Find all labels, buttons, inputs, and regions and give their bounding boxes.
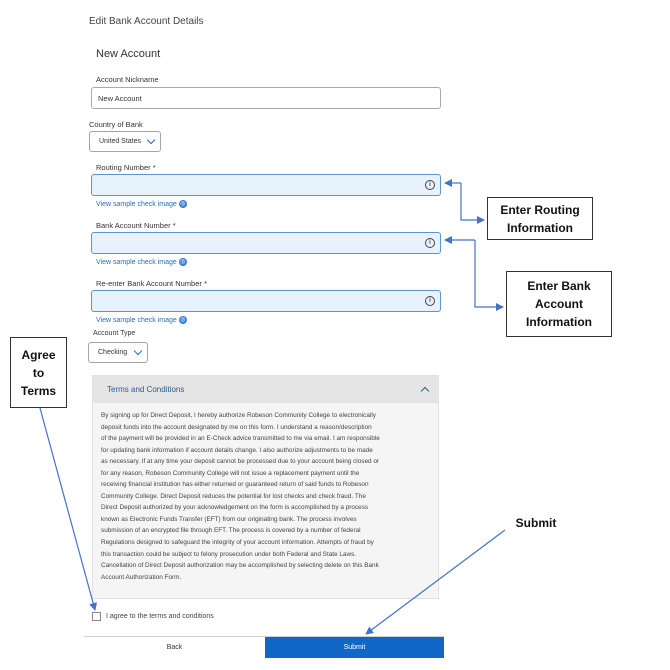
- submit-button[interactable]: Submit: [265, 637, 444, 658]
- reenter-account-label: Re-enter Bank Account Number *: [96, 279, 207, 288]
- arrow-routing-link: [460, 183, 485, 224]
- account-type-select[interactable]: Checking: [88, 342, 148, 363]
- terms-panel: Terms and Conditions By signing up for D…: [92, 375, 439, 599]
- info-icon[interactable]: i: [425, 296, 435, 306]
- callout-agree-terms: Agree to Terms: [10, 337, 67, 408]
- terms-line: Cancellation of Direct Deposit authoriza…: [101, 562, 379, 570]
- terms-line: for any reason, Robeson Community Colleg…: [101, 469, 360, 477]
- external-link-icon: ◎: [178, 316, 187, 324]
- terms-line: submission of an encrypted file through …: [101, 527, 361, 535]
- terms-line: known as Electronic Funds Transfer (EFT)…: [101, 515, 357, 523]
- terms-line: Regulations designed to safeguard the in…: [101, 539, 374, 547]
- account-type-value: Checking: [98, 349, 128, 356]
- terms-line: Account Authorization Form.: [101, 573, 182, 581]
- info-icon[interactable]: i: [425, 238, 435, 248]
- footer-divider: [84, 636, 444, 637]
- account-number-label: Bank Account Number *: [96, 221, 176, 230]
- callout-text: Account: [535, 297, 583, 311]
- agree-label: I agree to the terms and conditions: [106, 613, 214, 620]
- callout-enter-bank-account: Enter Bank Account Information: [506, 271, 612, 337]
- terms-line: Direct Deposit authorized by your acknow…: [101, 504, 369, 512]
- callout-submit: Submit: [515, 516, 557, 530]
- callout-text: Enter Routing: [500, 202, 580, 217]
- terms-line: deposit funds into the account designate…: [101, 423, 372, 431]
- terms-header[interactable]: Terms and Conditions: [93, 376, 438, 403]
- terms-line: for updating bank information if account…: [101, 446, 373, 454]
- external-link-icon: ◎: [178, 200, 187, 208]
- external-link-icon: ◎: [178, 258, 187, 266]
- terms-line: receiving financial institution has eith…: [101, 481, 369, 489]
- arrow-bank-link: [474, 240, 504, 311]
- back-button[interactable]: Back: [84, 637, 265, 658]
- terms-line: as necessary. If at any time your deposi…: [101, 458, 380, 466]
- terms-line: By signing up for Direct Deposit, I here…: [101, 412, 376, 419]
- terms-body: By signing up for Direct Deposit, I here…: [101, 410, 431, 583]
- arrow-submit: [365, 529, 506, 635]
- callout-text: Information: [526, 315, 592, 329]
- callout-text: to: [32, 365, 45, 380]
- country-select[interactable]: United States: [89, 131, 161, 152]
- nickname-input[interactable]: [91, 87, 441, 109]
- terms-line: of the payment will be provided in an E-…: [101, 435, 380, 443]
- account-number-input[interactable]: [91, 232, 441, 254]
- callout-text: Terms: [20, 383, 57, 398]
- page-title: Edit Bank Account Details: [89, 16, 204, 27]
- account-type-label: Account Type: [93, 330, 136, 337]
- view-sample-check-label: View sample check image: [96, 200, 177, 208]
- terms-line: this transaction could be subject to fel…: [101, 550, 357, 558]
- routing-number-input[interactable]: [91, 174, 441, 196]
- callout-text: Agree: [21, 347, 56, 362]
- reenter-account-input[interactable]: [91, 290, 441, 312]
- callout-enter-routing: Enter Routing Information: [487, 197, 593, 240]
- info-icon[interactable]: i: [425, 180, 435, 190]
- nickname-label: Account Nickname: [96, 75, 159, 84]
- view-sample-check-label: View sample check image: [96, 316, 177, 324]
- country-label: Country of Bank: [89, 120, 143, 129]
- callout-text: Enter Bank: [527, 279, 591, 293]
- terms-line: Community College. Direct Deposit reduce…: [101, 492, 366, 500]
- view-sample-check-label: View sample check image: [96, 258, 177, 266]
- arrow-agree: [39, 407, 98, 611]
- agree-checkbox[interactable]: [92, 612, 101, 621]
- terms-title: Terms and Conditions: [107, 385, 185, 394]
- view-sample-check-link-reenter[interactable]: View sample check image◎: [96, 316, 187, 324]
- callout-text: Information: [507, 220, 573, 235]
- view-sample-check-link-account[interactable]: View sample check image◎: [96, 258, 187, 266]
- routing-label: Routing Number *: [96, 163, 156, 172]
- country-select-value: United States: [99, 138, 142, 145]
- section-title: New Account: [96, 48, 161, 60]
- view-sample-check-link-routing[interactable]: View sample check image◎: [96, 200, 187, 208]
